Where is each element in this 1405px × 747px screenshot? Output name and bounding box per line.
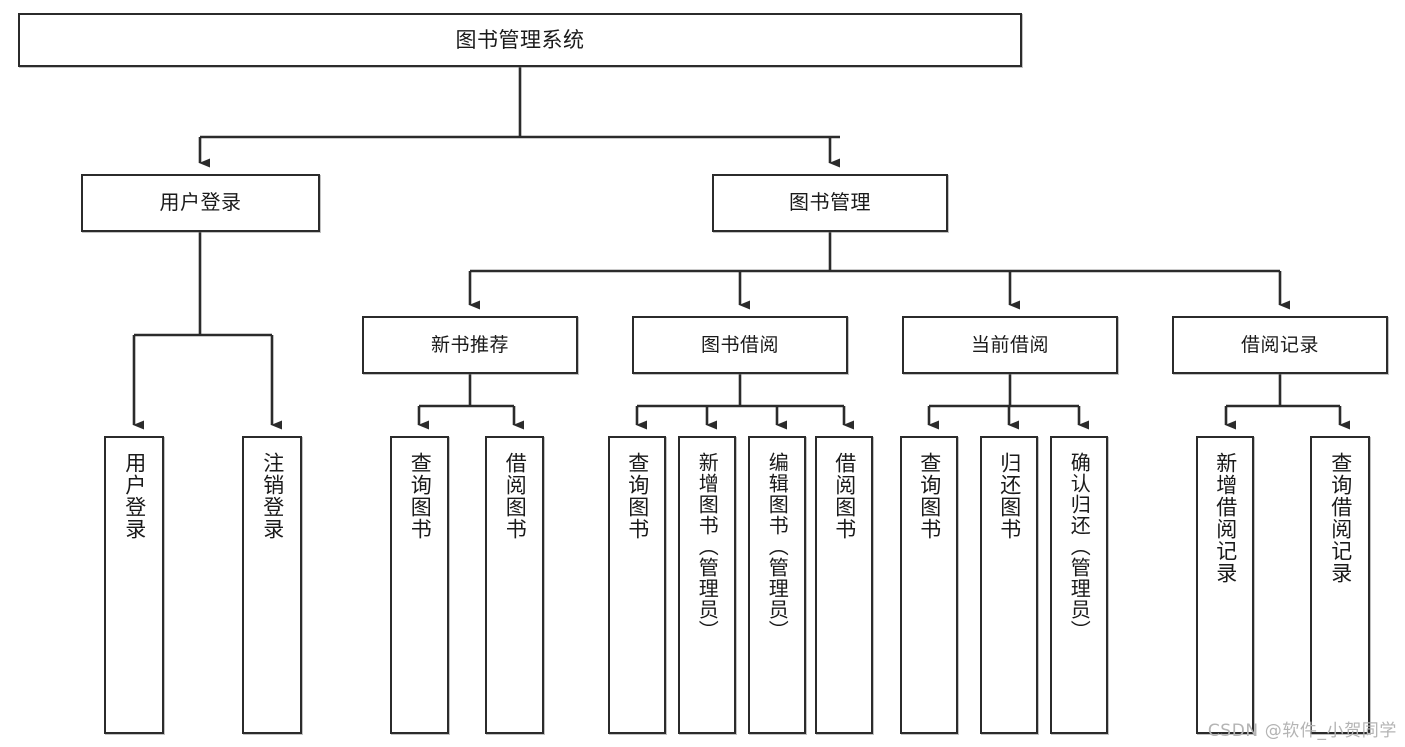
node-borrow-record[interactable]: 借阅记录 xyxy=(1172,316,1388,374)
node-user-login[interactable]: 用户登录 xyxy=(81,174,320,232)
node-leaf-borrow-book-2-label: 借阅图书 xyxy=(832,452,857,540)
node-leaf-borrow-book-2[interactable]: 借阅图书 xyxy=(815,436,873,734)
node-leaf-borrow-book-1[interactable]: 借阅图书 xyxy=(485,436,544,734)
node-leaf-return-book-label: 归还图书 xyxy=(997,452,1022,540)
node-leaf-edit-book-label: 编辑图书（管理员） xyxy=(765,452,790,641)
node-leaf-query-book-2-label: 查询图书 xyxy=(625,452,650,540)
node-leaf-add-book[interactable]: 新增图书（管理员） xyxy=(678,436,736,734)
node-book-manage-label: 图书管理 xyxy=(789,190,871,215)
node-leaf-add-book-label: 新增图书（管理员） xyxy=(695,452,720,641)
node-leaf-query-book-3[interactable]: 查询图书 xyxy=(900,436,958,734)
node-book-borrow[interactable]: 图书借阅 xyxy=(632,316,848,374)
node-leaf-logout-label: 注销登录 xyxy=(260,452,285,540)
node-book-borrow-label: 图书借阅 xyxy=(700,333,779,356)
node-current-borrow-label: 当前借阅 xyxy=(970,333,1049,356)
node-leaf-query-book-1[interactable]: 查询图书 xyxy=(390,436,449,734)
node-borrow-record-label: 借阅记录 xyxy=(1240,333,1319,356)
node-leaf-query-book-1-label: 查询图书 xyxy=(408,452,433,540)
node-leaf-return-book[interactable]: 归还图书 xyxy=(980,436,1038,734)
node-root-label: 图书管理系统 xyxy=(455,27,585,52)
node-leaf-edit-book[interactable]: 编辑图书（管理员） xyxy=(748,436,806,734)
node-new-book-rec-label: 新书推荐 xyxy=(430,333,509,356)
node-new-book-rec[interactable]: 新书推荐 xyxy=(362,316,578,374)
node-current-borrow[interactable]: 当前借阅 xyxy=(902,316,1118,374)
node-leaf-logout[interactable]: 注销登录 xyxy=(242,436,302,734)
node-leaf-user-login[interactable]: 用户登录 xyxy=(104,436,164,734)
node-leaf-borrow-book-1-label: 借阅图书 xyxy=(503,452,528,540)
node-root[interactable]: 图书管理系统 xyxy=(18,13,1022,67)
node-leaf-query-record-label: 查询借阅记录 xyxy=(1328,452,1353,584)
node-leaf-query-book-2[interactable]: 查询图书 xyxy=(608,436,666,734)
node-leaf-query-record[interactable]: 查询借阅记录 xyxy=(1310,436,1370,734)
node-leaf-user-login-label: 用户登录 xyxy=(122,452,147,540)
node-leaf-confirm-return[interactable]: 确认归还（管理员） xyxy=(1050,436,1108,734)
node-book-manage[interactable]: 图书管理 xyxy=(712,174,948,232)
node-leaf-add-record-label: 新增借阅记录 xyxy=(1213,452,1238,584)
csdn-watermark: CSDN @软件_小贺同学 xyxy=(1207,721,1397,741)
node-leaf-query-book-3-label: 查询图书 xyxy=(917,452,942,540)
node-user-login-label: 用户登录 xyxy=(159,190,242,215)
node-leaf-confirm-return-label: 确认归还（管理员） xyxy=(1067,452,1092,641)
node-leaf-add-record[interactable]: 新增借阅记录 xyxy=(1196,436,1254,734)
